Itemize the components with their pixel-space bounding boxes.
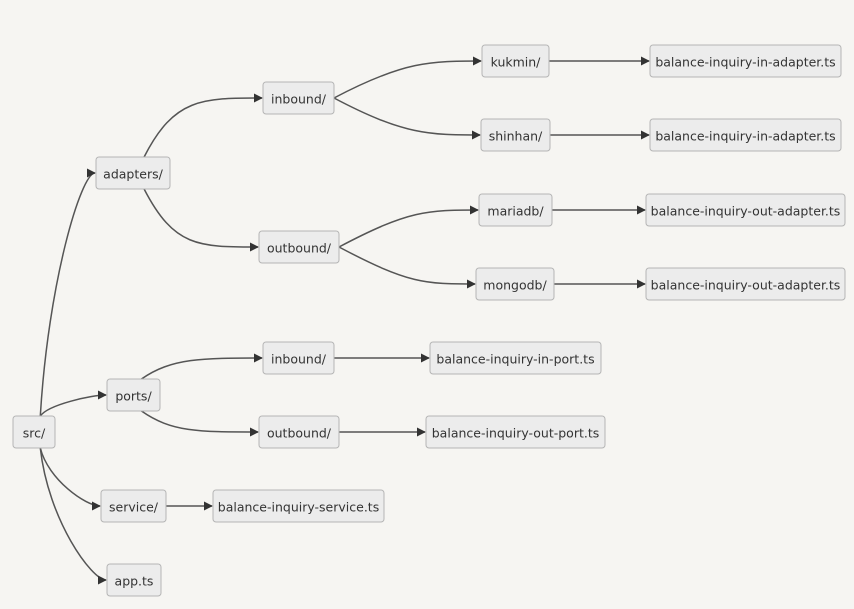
app-file-node: app.ts [106,563,162,597]
node-label: kukmin/ [491,55,542,70]
node-label: balance-inquiry-out-port.ts [432,426,600,441]
node-label: balance-inquiry-in-adapter.ts [655,55,835,70]
node-box [262,81,335,115]
edge-src-folder-node-to-ports-folder-node [39,390,107,417]
shinhan-in-adapter-file-node: balance-inquiry-in-adapter.ts [649,118,842,152]
node-box [645,267,846,301]
node-label: service/ [109,500,159,515]
node-label: outbound/ [267,426,332,441]
node-box [649,118,842,152]
mongodb-out-adapter-file-node: balance-inquiry-out-adapter.ts [645,267,846,301]
mariadb-folder-node: mariadb/ [478,193,553,227]
node-box [481,44,550,78]
node-label: shinhan/ [489,129,543,144]
shinhan-folder-node: shinhan/ [480,118,551,152]
node-box [475,267,555,301]
node-label: balance-inquiry-out-adapter.ts [651,204,841,219]
node-label: inbound/ [271,92,327,107]
edges [39,56,650,585]
node-box [262,341,335,375]
node-box [106,563,162,597]
ports-inbound-folder-node: inbound/ [262,341,335,375]
edge-ports-folder-node-to-ports-outbound-folder-node [141,410,259,437]
mariadb-out-adapter-file-node: balance-inquiry-out-adapter.ts [645,193,846,227]
node-label: app.ts [115,574,154,589]
edge-adapters-inbound-folder-node-to-kukmin-folder-node [333,56,482,99]
node-box [425,415,606,449]
in-port-file-node: balance-inquiry-in-port.ts [429,341,602,375]
node-box [478,193,553,227]
edge-adapters-outbound-folder-node-to-mongodb-folder-node [338,246,476,289]
edge-src-folder-node-to-app-file-node [39,447,107,585]
src-folder-node: src/ [12,415,56,449]
adapters-folder-node: adapters/ [95,156,171,190]
node-label: mariadb/ [487,204,544,219]
node-label: outbound/ [267,241,332,256]
kukmin-in-adapter-file-node: balance-inquiry-in-adapter.ts [649,44,842,78]
node-box [212,489,385,523]
out-port-file-node: balance-inquiry-out-port.ts [425,415,606,449]
node-label: inbound/ [271,352,327,367]
node-box [258,415,340,449]
node-label: balance-inquiry-in-adapter.ts [655,129,835,144]
service-file-node: balance-inquiry-service.ts [212,489,385,523]
edge-adapters-inbound-folder-node-to-shinhan-folder-node [333,97,481,140]
service-folder-node: service/ [100,489,167,523]
kukmin-folder-node: kukmin/ [481,44,550,78]
node-box [480,118,551,152]
edge-adapters-outbound-folder-node-to-mariadb-folder-node [338,205,479,248]
adapters-inbound-folder-node: inbound/ [262,81,335,115]
edge-src-folder-node-to-service-folder-node [39,447,101,511]
edge-src-folder-node-to-adapters-folder-node [39,168,96,417]
node-label: mongodb/ [483,278,547,293]
adapters-outbound-folder-node: outbound/ [258,230,340,264]
mongodb-folder-node: mongodb/ [475,267,555,301]
node-box [12,415,56,449]
node-box [649,44,842,78]
edge-adapters-folder-node-to-adapters-outbound-folder-node [143,188,259,252]
node-box [258,230,340,264]
ports-folder-node: ports/ [106,378,161,412]
node-box [95,156,171,190]
edge-adapters-folder-node-to-adapters-inbound-folder-node [143,93,263,158]
node-label: balance-inquiry-service.ts [218,500,379,515]
node-box [645,193,846,227]
node-box [100,489,167,523]
nodes: src/adapters/ports/service/app.ts inbound… [12,44,846,597]
ports-outbound-folder-node: outbound/ [258,415,340,449]
node-box [429,341,602,375]
node-label: balance-inquiry-out-adapter.ts [651,278,841,293]
node-label: balance-inquiry-in-port.ts [436,352,594,367]
node-label: ports/ [115,389,152,404]
node-label: adapters/ [103,167,163,182]
node-box [106,378,161,412]
edge-ports-folder-node-to-ports-inbound-folder-node [141,353,263,380]
node-label: src/ [23,426,46,441]
